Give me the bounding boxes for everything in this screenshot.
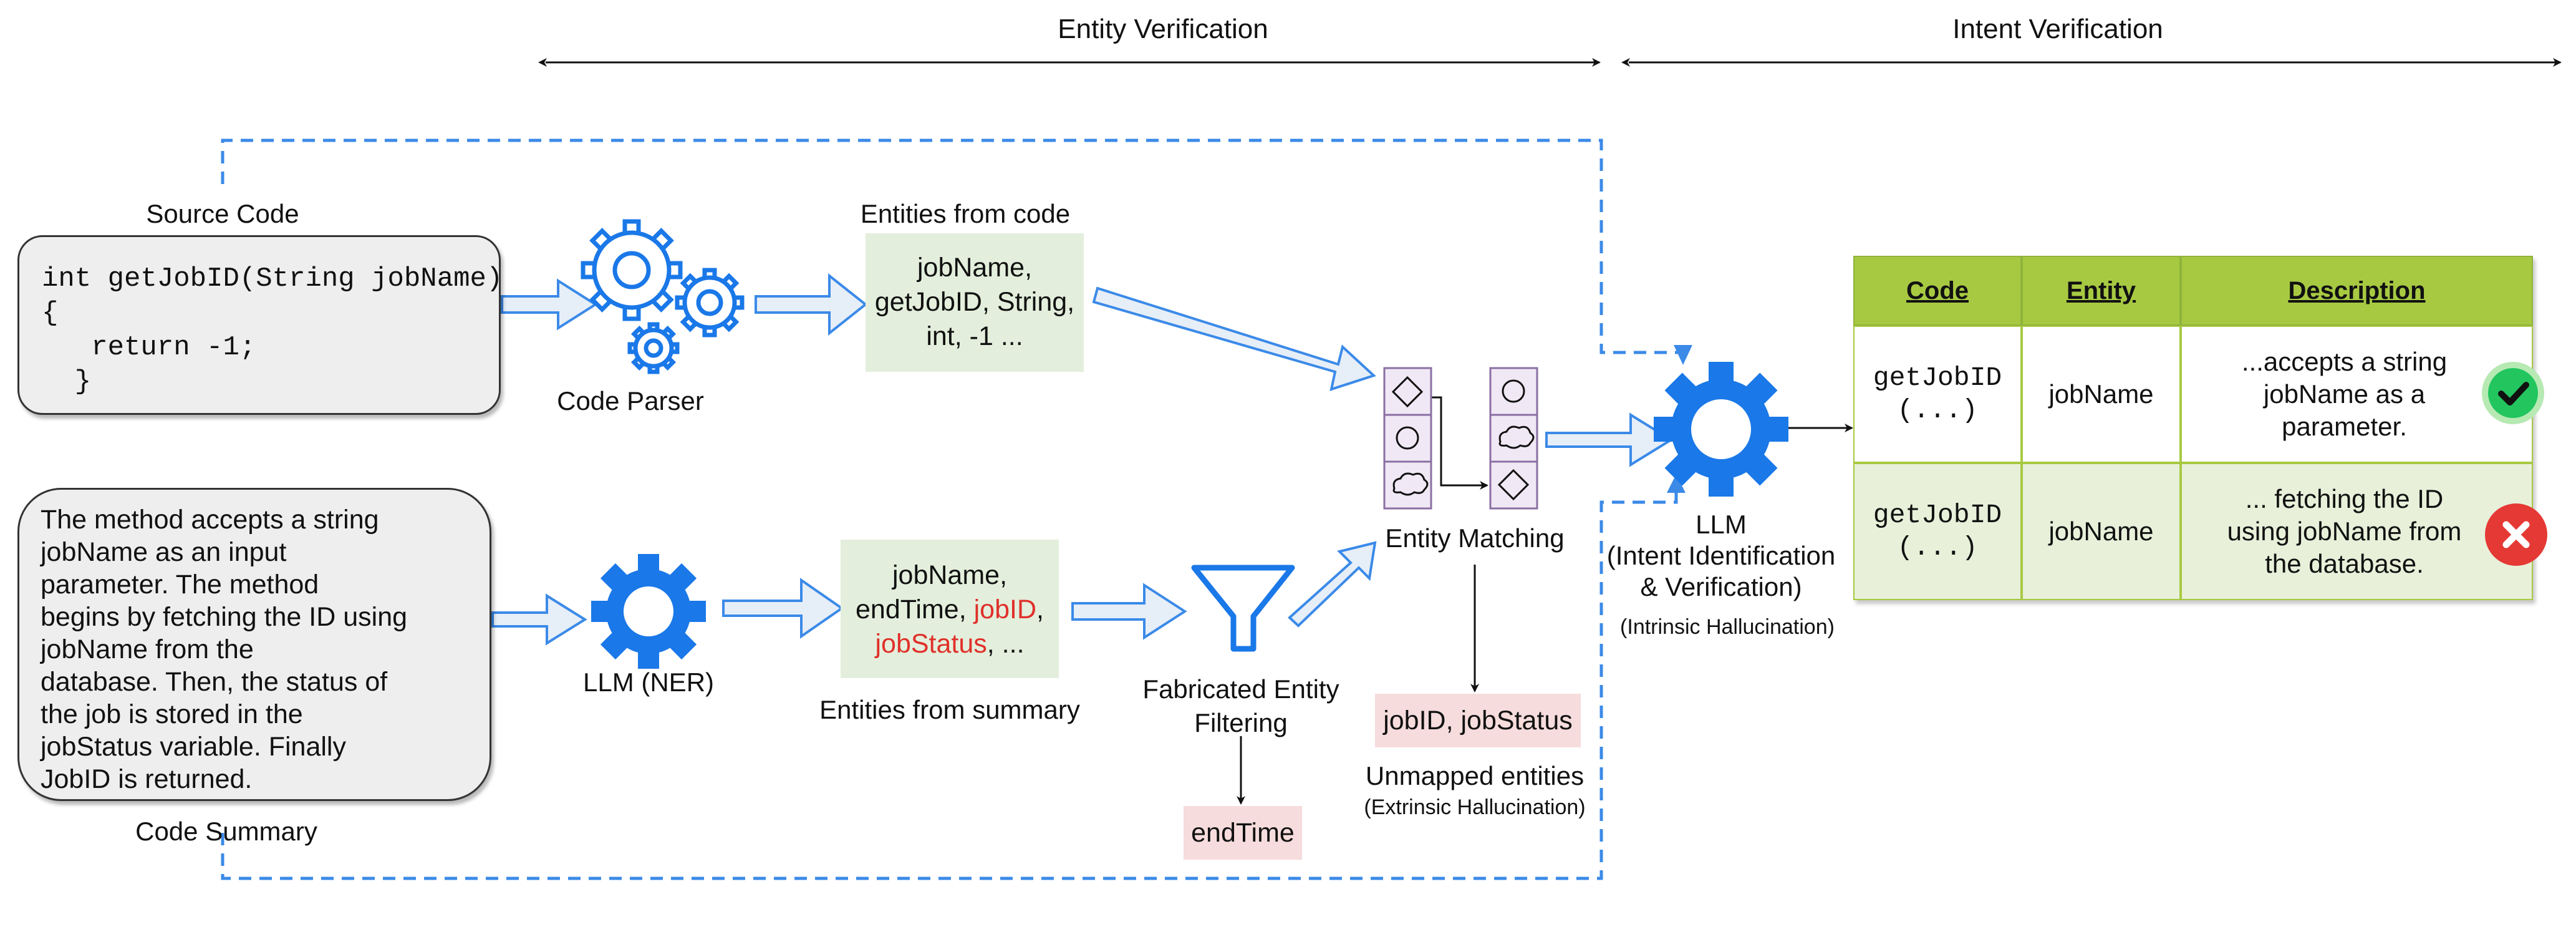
- llm-intent-label-2: (Intent Identification: [1606, 541, 1836, 570]
- entity-line: jobName,: [917, 253, 1033, 283]
- entity-line: jobStatus, ...: [875, 629, 1025, 659]
- circle-icon: [1396, 426, 1419, 450]
- unmapped-entities-label: Unmapped entities: [1365, 761, 1585, 790]
- code-summary-title: Code Summary: [135, 817, 317, 846]
- table-row-2-code: getJobID(...): [1853, 463, 2022, 600]
- arrow-llm-to-summary-entities: [722, 578, 844, 639]
- summary-line: parameter. The method: [41, 570, 319, 600]
- entity-matching-grid: [1383, 367, 1538, 510]
- table-header-entity: Entity: [2022, 256, 2181, 326]
- entity-line: jobName,: [892, 560, 1008, 590]
- diamond-icon: [1391, 376, 1424, 408]
- summary-line: begins by fetching the ID using: [41, 602, 408, 632]
- source-code-text: int getJobID(String jobName) { return -1…: [42, 263, 503, 397]
- dashed-arrowhead-top: [1674, 345, 1692, 365]
- summary-line: jobName from the: [41, 634, 254, 664]
- summary-line: database. Then, the status of: [41, 667, 388, 697]
- llm-intent-label-3: & Verification): [1640, 572, 1802, 601]
- gears-icon: [581, 219, 745, 374]
- cloud-icon: [1392, 472, 1429, 496]
- entity-line: endTime, jobID,: [856, 595, 1044, 624]
- verification-table: Code Entity Description getJobID(...) jo…: [1853, 256, 2533, 600]
- matching-connector: [1431, 396, 1488, 490]
- funnel-icon: [1191, 565, 1295, 652]
- entity-matching-label: Entity Matching: [1385, 523, 1565, 553]
- check-icon: [2482, 362, 2544, 424]
- circle-icon: [1502, 379, 1525, 403]
- intrinsic-hallucination-label: (Intrinsic Hallucination): [1620, 615, 1835, 639]
- source-code-box: int getJobID(String jobName) { return -1…: [17, 235, 503, 415]
- extrinsic-hallucination-label: (Extrinsic Hallucination): [1364, 795, 1586, 819]
- entities-from-code-box: jobName, getJobID, String, int, -1 ...: [866, 233, 1084, 372]
- diamond-icon: [1497, 469, 1530, 501]
- table-row-1-code: getJobID(...): [1853, 326, 2022, 463]
- llm-ner-gear-icon: [591, 554, 706, 669]
- entity-line: int, -1 ...: [926, 321, 1023, 351]
- hallucinated-entity: jobStatus: [875, 629, 987, 659]
- fabricated-filter-label-1: Fabricated Entity: [1142, 674, 1339, 704]
- entities-from-summary-box: jobName, endTime, jobID, jobStatus, ...: [841, 540, 1059, 678]
- arrow-summary-entities-to-filter: [1071, 583, 1187, 640]
- cloud-icon: [1498, 425, 1535, 449]
- summary-line: the job is stored in the: [41, 699, 303, 729]
- unmapped-entities-box: jobID, jobStatus: [1375, 694, 1581, 747]
- summary-line: The method accepts a string: [41, 505, 379, 535]
- llm-ner-label: LLM (NER): [582, 668, 715, 697]
- table-row-2-entity: jobName: [2022, 463, 2181, 600]
- llm-intent-label-1: LLM: [1696, 510, 1747, 539]
- fabricated-filter-label-2: Filtering: [1194, 708, 1288, 737]
- dashed-arrowhead-bottom: [1667, 474, 1686, 493]
- arrow-filter-to-matching: [1288, 541, 1377, 628]
- hallucinated-entity: jobID: [973, 595, 1037, 624]
- cross-icon: [2485, 503, 2547, 566]
- summary-line: jobStatus variable. Finally: [41, 732, 346, 762]
- intent-verification-heading: Intent Verification: [1952, 14, 2163, 44]
- entity-verification-heading: Entity Verification: [1058, 14, 1268, 44]
- source-code-title: Source Code: [146, 199, 299, 228]
- summary-line: JobID is returned.: [41, 764, 253, 794]
- llm-intent-gear-icon: [1654, 362, 1788, 497]
- filtered-entity-box: endTime: [1184, 806, 1302, 860]
- code-parser-label: Code Parser: [557, 386, 704, 415]
- table-row-1-entity: jobName: [2022, 326, 2181, 463]
- entities-from-code-title: Entities from code: [860, 199, 1071, 228]
- table-header-code: Code: [1853, 256, 2022, 326]
- summary-line: jobName as an input: [41, 537, 287, 567]
- arrow-summary-to-llm: [491, 593, 587, 646]
- entities-from-summary-title: Entities from summary: [819, 695, 1080, 724]
- code-summary-box: The method accepts a string jobName as a…: [17, 488, 491, 801]
- arrow-parser-to-entities: [755, 273, 868, 336]
- arrow-code-to-parser: [501, 278, 598, 331]
- arrow-matching-to-llm: [1545, 412, 1674, 467]
- table-header-description: Description: [2181, 256, 2533, 326]
- arrow-entities-to-matching: [1092, 286, 1376, 391]
- entity-line: getJobID, String,: [874, 287, 1075, 317]
